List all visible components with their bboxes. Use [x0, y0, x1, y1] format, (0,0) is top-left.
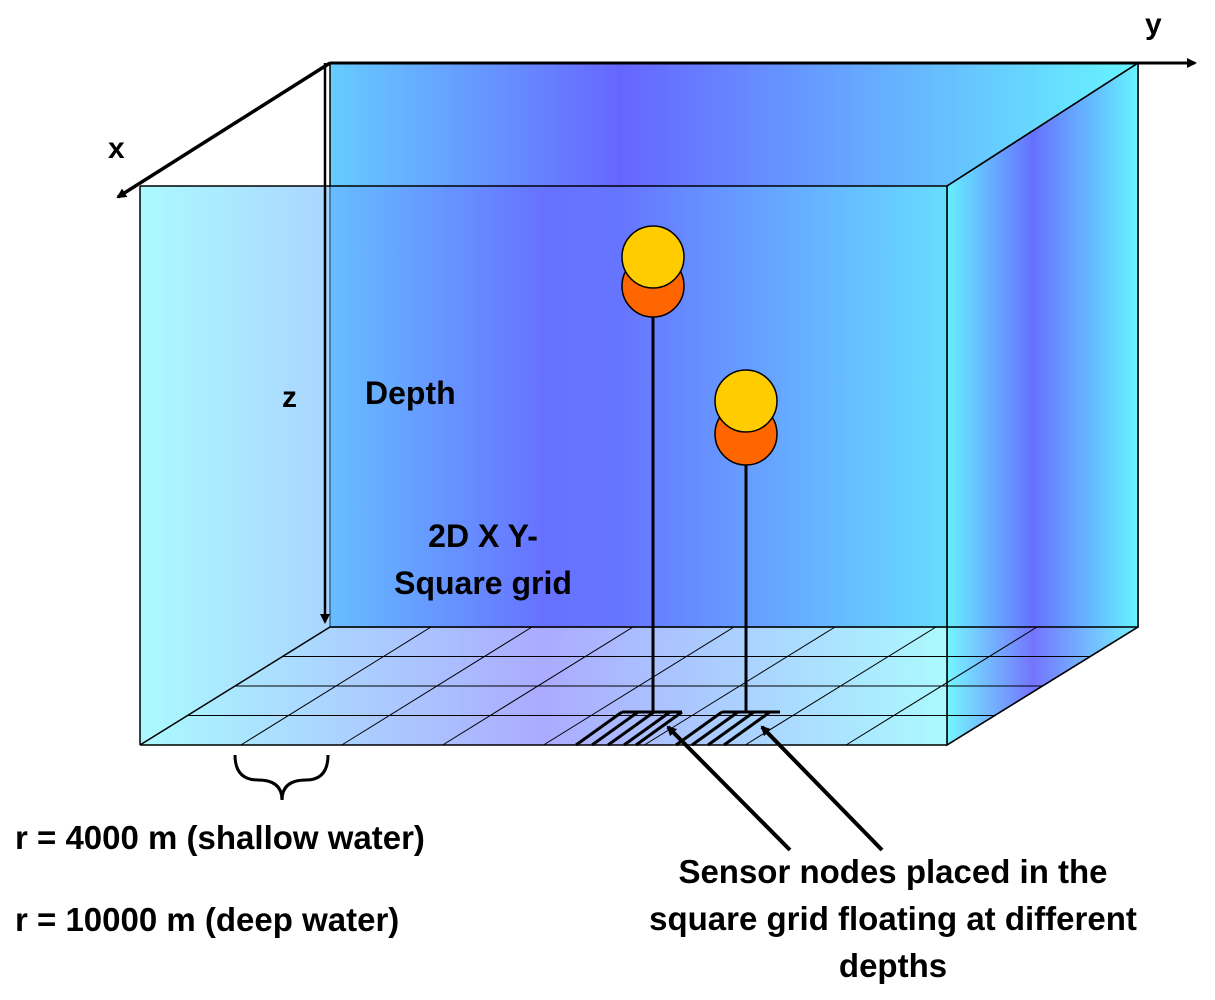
sensor-node-2 — [714, 369, 778, 712]
sensor-2-buoy-top — [714, 369, 778, 433]
grid-label-line2: Square grid — [394, 565, 572, 601]
grid-label-line1: 2D X Y- — [428, 518, 538, 554]
sensor-caption-line3: depths — [839, 947, 947, 984]
axis-label-y: y — [1145, 8, 1162, 41]
x-axis-arrow — [116, 61, 331, 199]
sensor-caption-line2: square grid floating at different — [649, 900, 1137, 937]
range-brace — [233, 754, 330, 801]
sensor-anchor-hatch-1 — [575, 710, 683, 747]
pointer-arrow-1 — [666, 725, 792, 852]
front-face — [140, 186, 947, 745]
sensor-1-buoy-top — [621, 225, 685, 289]
axis-label-x: x — [108, 132, 125, 165]
square-grid — [187, 626, 1091, 746]
axis-label-z: z — [282, 381, 297, 414]
sensor-node-1 — [621, 225, 685, 712]
range-deep-label: r = 10000 m (deep water) — [15, 901, 399, 938]
sensor-anchor-hatch-2 — [675, 710, 780, 747]
box-edges — [139, 62, 1139, 746]
sensor-caption-line1: Sensor nodes placed in the — [678, 853, 1107, 890]
depth-label: Depth — [365, 375, 456, 411]
range-shallow-label: r = 4000 m (shallow water) — [15, 819, 425, 856]
pointer-arrow-2 — [760, 725, 884, 852]
